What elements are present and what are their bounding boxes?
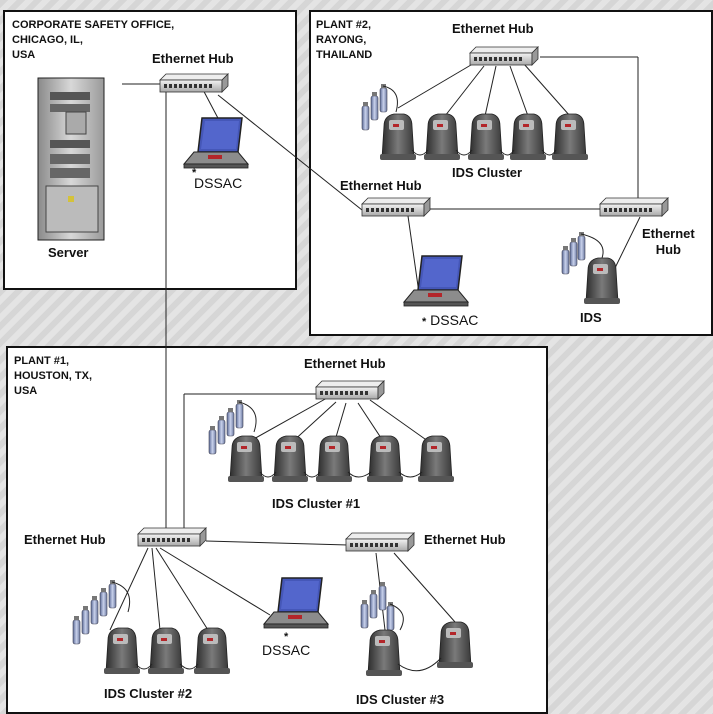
- corporate-hub: [159, 73, 229, 93]
- plant1-ids-cluster-3: [360, 581, 474, 677]
- plant1-hub-top: [315, 380, 385, 400]
- plant1-hub-left-label: Ethernet Hub: [24, 532, 106, 547]
- corporate-dssac-label: * DSSAC: [192, 167, 242, 191]
- plant1-hub-top-label: Ethernet Hub: [304, 356, 386, 371]
- plant1-hub-left: [137, 527, 207, 547]
- plant1-laptop: [263, 577, 329, 629]
- server-tower: [37, 77, 105, 241]
- corporate-laptop: [183, 117, 249, 169]
- plant1-ids-cluster-2: [72, 579, 231, 675]
- plant2-cluster-label: IDS Cluster: [452, 165, 523, 180]
- plant1-cluster1-label: IDS Cluster #1: [272, 496, 361, 511]
- plant2-ids-single: [561, 231, 621, 305]
- plant2-hub-mid: [361, 197, 431, 217]
- corporate-dssac-asterisk: *: [192, 167, 197, 179]
- plant2-laptop: [403, 255, 469, 307]
- plant2-dssac-asterisk: *: [422, 316, 427, 328]
- plant1-hub-right-label: Ethernet Hub: [424, 532, 506, 547]
- plant2-ids-cluster: [361, 83, 589, 161]
- corporate-title: CORPORATE SAFETY OFFICE, CHICAGO, IL, US…: [12, 19, 175, 61]
- plant2-hub-top: [469, 46, 539, 66]
- plant2-dssac-label: * DSSAC: [422, 312, 478, 328]
- plant1-cluster3-label: IDS Cluster #3: [356, 692, 445, 707]
- plant1-dssac-label: * DSSAC: [262, 631, 311, 659]
- plant1-dssac-asterisk: *: [283, 631, 289, 643]
- plant2-hub-right-label: Ethernet Hub: [642, 226, 695, 257]
- plant2-hub-right: [599, 197, 669, 217]
- server-label: Server: [48, 245, 89, 260]
- plant1-dssac-text: DSSAC: [262, 642, 311, 658]
- plant2-dssac-text: DSSAC: [430, 312, 479, 328]
- plant2-title: PLANT #2, RAYONG, THAILAND: [316, 19, 373, 61]
- plant2-ids-label: IDS: [580, 310, 602, 325]
- plant1-hub-right: [345, 532, 415, 552]
- corporate-dssac-text: DSSAC: [194, 175, 243, 191]
- plant2-hub-mid-label: Ethernet Hub: [340, 178, 422, 193]
- plant2-hub-top-label: Ethernet Hub: [452, 21, 534, 36]
- plant1-ids-cluster-1: [208, 399, 455, 483]
- plant1-cluster2-label: IDS Cluster #2: [104, 686, 193, 701]
- corporate-hub-label: Ethernet Hub: [152, 51, 234, 66]
- plant1-title: PLANT #1, HOUSTON, TX, USA: [14, 355, 93, 397]
